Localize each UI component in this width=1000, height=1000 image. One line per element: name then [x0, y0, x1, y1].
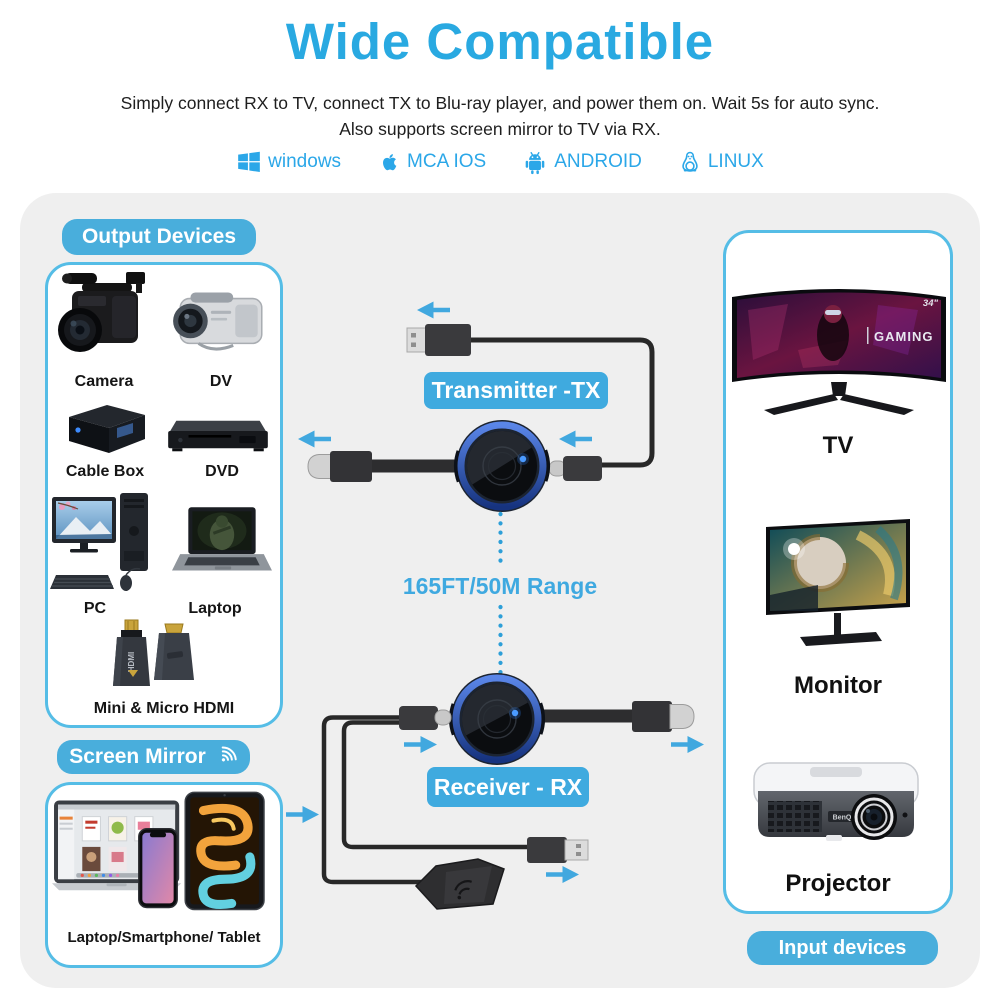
monitor-label: Monitor	[794, 672, 882, 699]
apple-icon	[383, 153, 397, 170]
dv-camcorder-label: DV	[209, 373, 233, 390]
transmitter-tag: Transmitter -TX	[424, 372, 608, 409]
wifi-icon	[221, 746, 237, 762]
mobile-devices-caption: Laptop/Smartphone/ Tablet	[67, 929, 261, 946]
pc-label: PC	[83, 600, 107, 617]
camera-label: Camera	[74, 373, 134, 390]
laptop-label: Laptop	[188, 600, 242, 617]
laptop-image	[172, 498, 274, 592]
dv-camcorder-image	[168, 282, 274, 362]
screen-mirror-badge: Screen Mirror	[57, 740, 250, 774]
subtitle-line-2: Also supports screen mirror to TV via RX…	[339, 119, 661, 139]
adapter-hdmi-text: HDMI	[127, 652, 136, 672]
os-label: windows	[268, 150, 342, 172]
tv-screen-text: GAMING	[874, 329, 933, 344]
projector-brand-text: BenQ	[833, 815, 852, 822]
projector-image: BenQ	[750, 756, 922, 854]
page-title: Wide Compatible	[285, 13, 715, 70]
os-label: ANDROID	[554, 150, 642, 172]
monitor-image	[758, 515, 918, 651]
subtitle-line-1: Simply connect RX to TV, connect TX to B…	[120, 93, 880, 113]
os-label: LINUX	[707, 150, 764, 172]
os-item-linux: LINUX	[678, 148, 764, 175]
dvd-player-image	[158, 408, 278, 460]
dvd-player-label: DVD	[205, 463, 239, 480]
pc-image	[50, 490, 162, 596]
output-devices-badge: Output Devices	[62, 219, 256, 255]
os-item-windows: windows	[236, 149, 341, 175]
cable-box-label: Cable Box	[65, 463, 145, 480]
os-item-android: ANDROID	[522, 149, 642, 175]
mobile-devices-image	[52, 790, 266, 926]
screen-mirror-badge-label: Screen Mirror	[69, 745, 206, 768]
hdmi-adapters-label: Mini & Micro HDMI	[93, 700, 235, 717]
hdmi-adapters-image: HDMI	[100, 618, 214, 700]
linux-icon	[682, 151, 698, 172]
os-label: MCA IOS	[407, 150, 487, 172]
windows-icon	[238, 151, 261, 172]
projector-label: Projector	[785, 870, 891, 897]
tv-size-badge: 34"	[923, 298, 939, 309]
camera-image	[52, 268, 156, 368]
os-item-mac-ios: MCA IOS	[377, 149, 486, 175]
tv-image: GAMING 34"	[728, 280, 950, 422]
page-subtitle: Simply connect RX to TV, connect TX to B…	[0, 90, 1000, 142]
range-label: 165FT/50M Range	[402, 573, 598, 599]
input-devices-badge: Input devices	[747, 931, 938, 965]
output-devices-badge-label: Output Devices	[81, 225, 237, 248]
tv-label: TV	[822, 432, 854, 459]
cable-box-image	[55, 396, 155, 460]
os-compatibility-row: windows MCA IOS	[0, 148, 1000, 175]
receiver-tag: Receiver - RX	[427, 767, 589, 807]
input-devices-badge-label: Input devices	[778, 936, 907, 959]
android-icon	[525, 151, 545, 174]
